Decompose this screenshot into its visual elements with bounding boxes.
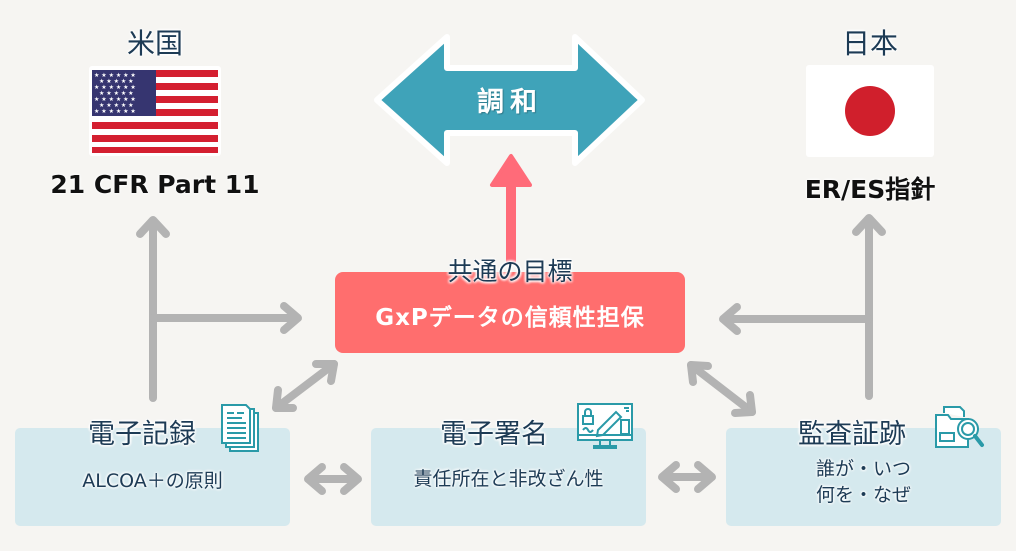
goal-text: GxPデータの信頼性担保 [375,305,645,331]
card-body-line: 誰が・いつ [815,458,911,480]
e-signature-monitor-icon [576,402,634,452]
harmony-label: 調和 [477,87,543,118]
japan-flag-icon [806,65,934,157]
left-horizontal-arrow [149,302,302,334]
card-body-line: 何を・なぜ [815,484,911,506]
us-flag-icon: ★ ★ ★ ★ ★ ★ ★ ★ ★ ★ ★ ★ ★ ★ ★ ★ ★ ★ ★ ★ … [89,66,221,156]
svg-text:★ ★ ★ ★ ★ ★: ★ ★ ★ ★ ★ ★ [94,96,136,103]
harmony-arrow [374,34,645,166]
folder-search-icon [934,403,986,455]
card-title-electronic-signatures: 電子署名 [440,419,548,450]
svg-text:★ ★ ★ ★ ★: ★ ★ ★ ★ ★ [99,78,134,85]
card-body-line: ALCOA＋の原則 [82,470,223,492]
svg-text:★ ★ ★ ★ ★ ★: ★ ★ ★ ★ ★ ★ [94,72,136,79]
double-arrow-signatures-audit [658,461,716,493]
card-body-electronic-signatures: 責任所在と非改ざん性 [371,466,646,492]
goal-caption: 共通の目標 [447,257,573,286]
card-title-audit-trail: 監査証跡 [798,419,906,450]
svg-text:★ ★ ★ ★ ★ ★: ★ ★ ★ ★ ★ ★ [94,108,136,115]
right-vertical-arrow [852,214,886,400]
card-title-electronic-records: 電子記録 [88,419,196,450]
regulation-label-usa: 21 CFR Part 11 [50,170,260,199]
double-arrow-records-signatures [304,463,362,495]
diagonal-arrow-right [687,361,756,417]
card-body-line: 責任所在と非改ざん性 [413,468,604,490]
svg-text:★ ★ ★ ★ ★ ★: ★ ★ ★ ★ ★ ★ [94,84,136,91]
goal-up-arrow [490,154,532,265]
documents-icon [220,403,264,453]
country-label-usa: 米国 [126,27,183,60]
regulation-label-japan: ER/ES指針 [804,175,936,204]
country-label-japan: 日本 [841,27,898,60]
svg-text:★ ★ ★ ★ ★: ★ ★ ★ ★ ★ [99,90,134,97]
left-vertical-arrow [136,216,170,402]
card-body-electronic-records: ALCOA＋の原則 [15,468,290,494]
svg-text:★ ★ ★ ★ ★: ★ ★ ★ ★ ★ [99,102,134,109]
card-body-audit-trail: 誰が・いつ 何を・なぜ [726,456,1001,508]
diagonal-arrow-left [272,360,338,412]
right-horizontal-arrow [719,303,873,335]
common-goal-box [335,272,685,353]
